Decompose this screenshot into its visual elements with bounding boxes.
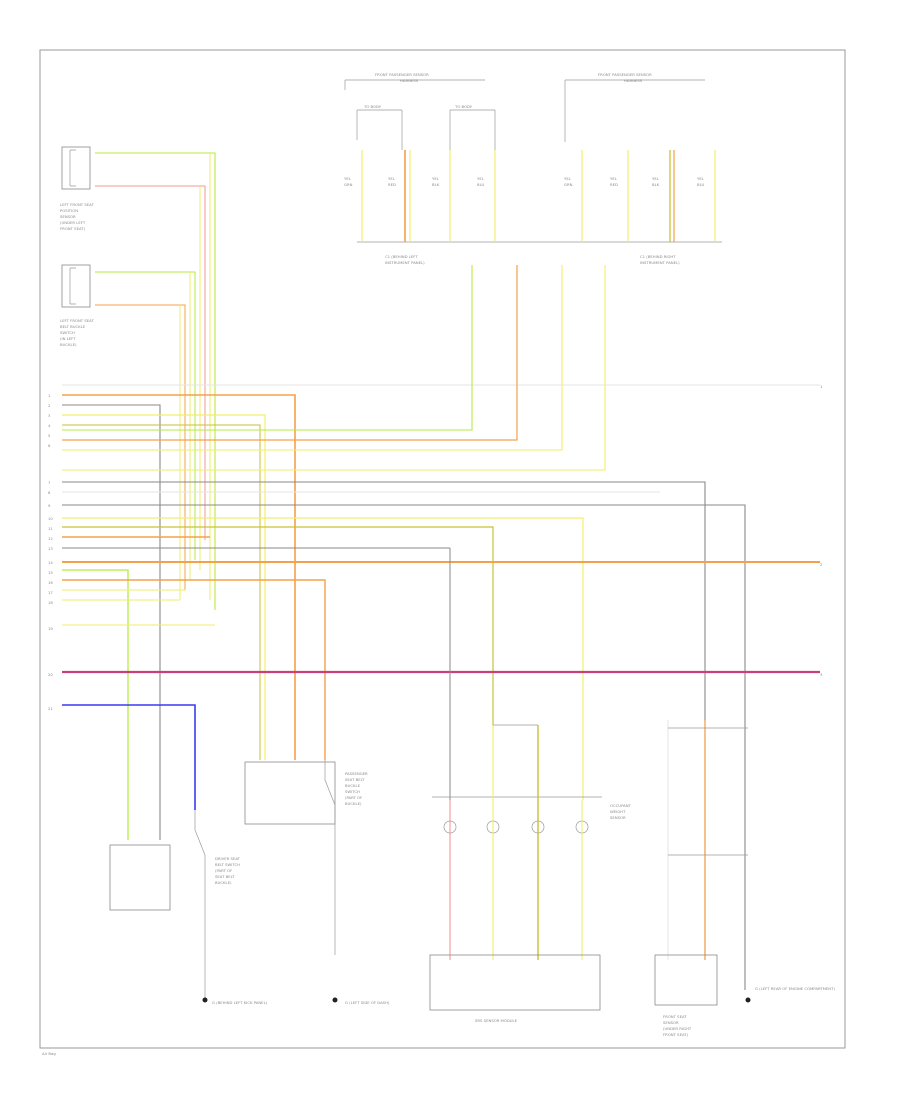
svg-text:SWITCH: SWITCH (60, 330, 75, 335)
pin-numbers: 1 2 3 4 5 6 7 8 9 10 11 12 13 14 15 16 1… (48, 384, 823, 711)
svg-text:BLU: BLU (697, 182, 705, 187)
svg-text:BUCKLE): BUCKLE) (215, 880, 232, 885)
svg-text:YEL: YEL (477, 176, 485, 181)
svg-text:BELT SWITCH: BELT SWITCH (215, 862, 240, 867)
svg-text:YEL: YEL (432, 176, 440, 181)
svg-text:14: 14 (48, 560, 53, 565)
svg-text:G (LEFT REAR OF ENGINE COMPART: G (LEFT REAR OF ENGINE COMPARTMENT) (755, 986, 835, 991)
svg-text:2: 2 (48, 403, 51, 408)
left-front-seat-sensor: LEFT FRONT SEAT POSITION SENSOR (UNDER L… (60, 146, 94, 231)
svg-text:DRIVER SEAT: DRIVER SEAT (215, 856, 241, 861)
svg-text:(PART OF: (PART OF (215, 868, 232, 873)
svg-text:SENSOR: SENSOR (663, 1020, 679, 1025)
svg-text:7: 7 (48, 480, 51, 485)
passenger-sensor-headers: FRONT PASSENGER SENSOR HARNESS FRONT PAS… (344, 72, 705, 150)
svg-text:SEAT BELT: SEAT BELT (215, 874, 235, 879)
svg-text:BLK: BLK (652, 182, 660, 187)
svg-text:FRONT SEAT: FRONT SEAT (663, 1014, 687, 1019)
svg-text:19: 19 (48, 626, 53, 631)
svg-text:SEAT BELT: SEAT BELT (345, 777, 365, 782)
driver-seat-belt-switch: DRIVER SEAT BELT SWITCH (PART OF SEAT BE… (109, 810, 268, 1005)
svg-text:C1 (BEHIND RIGHT: C1 (BEHIND RIGHT (640, 254, 676, 259)
svg-text:FRONT SEAT): FRONT SEAT) (663, 1032, 689, 1037)
svg-text:BUCKLE): BUCKLE) (345, 801, 362, 806)
svg-text:16: 16 (48, 580, 53, 585)
svg-text:BLK: BLK (432, 182, 440, 187)
svg-text:17: 17 (48, 590, 53, 595)
svg-text:WEIGHT: WEIGHT (610, 809, 626, 814)
svg-text:3: 3 (48, 413, 51, 418)
svg-text:11: 11 (48, 526, 53, 531)
svg-text:(UNDER RIGHT: (UNDER RIGHT (663, 1026, 692, 1031)
svg-text:(UNDER LEFT: (UNDER LEFT (60, 220, 86, 225)
svg-text:HARNESS: HARNESS (400, 78, 419, 83)
svg-text:18: 18 (48, 600, 53, 605)
svg-text:FRONT SEAT): FRONT SEAT) (60, 226, 86, 231)
svg-text:9: 9 (48, 503, 51, 508)
svg-text:4: 4 (48, 423, 51, 428)
svg-text:GRN: GRN (344, 182, 353, 187)
svg-text:YEL: YEL (652, 176, 660, 181)
svg-text:SRS SENSOR MODULE: SRS SENSOR MODULE (475, 1018, 518, 1023)
svg-text:YEL: YEL (697, 176, 705, 181)
svg-text:RED: RED (388, 182, 396, 187)
svg-text:BLU: BLU (477, 182, 485, 187)
svg-text:YEL: YEL (610, 176, 618, 181)
svg-text:SWITCH: SWITCH (345, 789, 360, 794)
svg-text:YEL: YEL (344, 176, 352, 181)
svg-text:POSITION: POSITION (60, 208, 78, 213)
svg-text:YEL: YEL (388, 176, 396, 181)
svg-text:13: 13 (48, 546, 53, 551)
diagram-frame (39, 49, 846, 1049)
harness-wires (62, 152, 820, 990)
svg-text:GRN: GRN (564, 182, 573, 187)
svg-text:FRONT PASSENGER SENSOR: FRONT PASSENGER SENSOR (375, 72, 429, 77)
left-front-belt-buckle: LEFT FRONT SEAT BELT BUCKLE SWITCH (IN L… (60, 264, 94, 347)
svg-text:HARNESS: HARNESS (624, 78, 643, 83)
svg-text:21: 21 (48, 706, 53, 711)
svg-text:1: 1 (48, 393, 51, 398)
svg-text:BUCKLE: BUCKLE (345, 783, 361, 788)
svg-text:INSTRUMENT PANEL): INSTRUMENT PANEL) (640, 260, 680, 265)
svg-text:RED: RED (610, 182, 618, 187)
svg-text:LEFT FRONT SEAT: LEFT FRONT SEAT (60, 202, 94, 207)
svg-text:5: 5 (48, 433, 51, 438)
page-code: Air Bag (42, 1051, 56, 1056)
svg-text:12: 12 (48, 536, 53, 541)
svg-text:YEL: YEL (564, 176, 572, 181)
svg-text:LEFT FRONT SEAT: LEFT FRONT SEAT (60, 318, 94, 323)
svg-text:SENSOR: SENSOR (60, 214, 76, 219)
svg-text:PASSENGER: PASSENGER (345, 771, 368, 776)
svg-text:20: 20 (48, 672, 53, 677)
svg-text:10: 10 (48, 516, 53, 521)
front-impact-sensor: FRONT SEAT SENSOR (UNDER RIGHT FRONT SEA… (654, 720, 835, 1037)
svg-text:(IN LEFT: (IN LEFT (60, 336, 76, 341)
svg-text:TO BODY: TO BODY (363, 104, 382, 109)
svg-text:BUCKLE): BUCKLE) (60, 342, 77, 347)
svg-text:INSTRUMENT PANEL): INSTRUMENT PANEL) (385, 260, 425, 265)
svg-text:2: 2 (820, 562, 823, 567)
svg-text:BELT BUCKLE: BELT BUCKLE (60, 324, 86, 329)
svg-text:G (LEFT SIDE OF DASH): G (LEFT SIDE OF DASH) (345, 1000, 390, 1005)
svg-text:FRONT PASSENGER SENSOR: FRONT PASSENGER SENSOR (598, 72, 652, 77)
svg-text:6: 6 (48, 443, 51, 448)
svg-text:G (BEHIND LEFT KICK PANEL): G (BEHIND LEFT KICK PANEL) (212, 1000, 268, 1005)
svg-text:C1 (BEHIND LEFT: C1 (BEHIND LEFT (385, 254, 418, 259)
svg-text:1: 1 (820, 384, 823, 389)
svg-text:OCCUPANT: OCCUPANT (610, 803, 632, 808)
occupant-weight-sensors: OCCUPANT WEIGHT SENSOR SRS SENSOR MODULE (429, 724, 632, 1023)
svg-text:(PART OF: (PART OF (345, 795, 362, 800)
svg-text:3: 3 (820, 672, 823, 677)
passenger-seat-belt-switch: PASSENGER SEAT BELT BUCKLE SWITCH (PART … (244, 760, 390, 1005)
svg-text:8: 8 (48, 490, 51, 495)
svg-text:TO BODY: TO BODY (454, 104, 473, 109)
svg-text:SENSOR: SENSOR (610, 815, 626, 820)
svg-text:15: 15 (48, 570, 53, 575)
